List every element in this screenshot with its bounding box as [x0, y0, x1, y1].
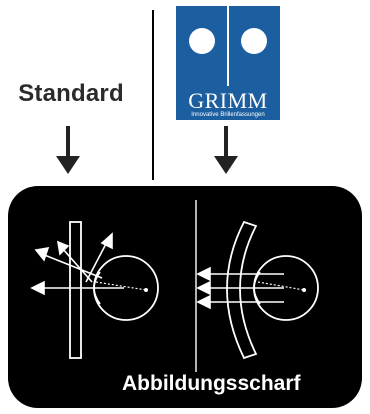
right-arrow-head-2: [196, 280, 211, 296]
logo-right-panel: [229, 6, 280, 86]
logo-right-circle: [241, 28, 267, 54]
standard-lens-diagram: [30, 221, 159, 359]
left-focal-point: [144, 288, 148, 292]
comparison-panel: [8, 186, 362, 408]
left-arrow-head-2: [34, 246, 50, 262]
left-arrow-head-3: [100, 232, 113, 250]
grimm-arrow-head: [214, 156, 238, 174]
logo-split-line: [227, 6, 229, 86]
right-focal-point: [302, 288, 306, 292]
left-arrow-head-4: [56, 240, 70, 256]
left-arrow-head-1: [30, 280, 45, 296]
grimm-logo: GRIMM Innovative Brillenfassungen: [176, 6, 280, 120]
logo-brand-text: GRIMM: [188, 88, 268, 113]
right-arrow-head-1: [196, 266, 211, 282]
left-ray-up-right: [85, 239, 109, 283]
lens-comparison-diagram: [30, 200, 319, 372]
left-dotted-ray: [95, 281, 147, 291]
top-divider: [152, 10, 154, 180]
left-ray-upper-left: [41, 253, 103, 279]
flat-lens: [69, 221, 82, 359]
grimm-lens-diagram: [196, 220, 319, 360]
curved-lens: [226, 220, 258, 360]
standard-arrow-head: [56, 156, 80, 174]
logo-left-circle: [189, 28, 215, 54]
caption-abbildungsscharf: Abbildungsscharf: [122, 372, 301, 395]
logo-left-panel: [176, 6, 227, 86]
standard-label: Standard: [18, 80, 124, 107]
logo-tagline: Innovative Brillenfassungen: [191, 112, 265, 118]
right-arrow-head-3: [196, 294, 211, 310]
left-ray-up-left: [61, 247, 93, 283]
